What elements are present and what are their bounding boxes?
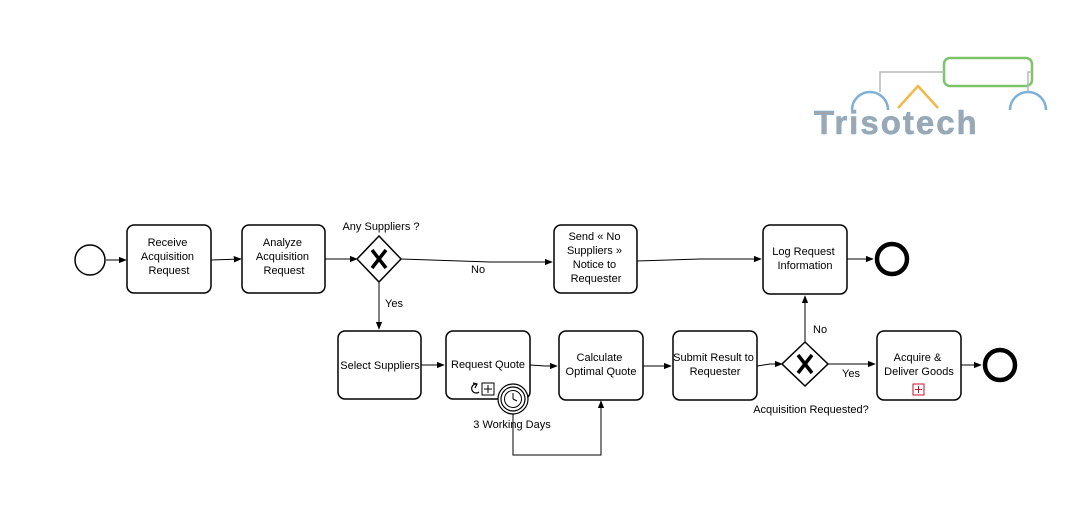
- task-label-line: Submit Result to: [673, 352, 754, 364]
- svg-text:Submit Result to Request: Submit Result to Requester: [673, 352, 757, 378]
- task-label-line: Analyze: [263, 237, 302, 249]
- svg-text:Request Quote: Request Quote: [451, 359, 525, 371]
- task-label-line: Request Quote: [451, 359, 525, 371]
- flow-send-to-log: [636, 255, 762, 263]
- task-label-line: Log Request: [772, 246, 834, 258]
- logo-top-box: [942, 56, 1034, 88]
- svg-text:Log Request Information: Log Request Information: [772, 246, 837, 272]
- loop-marker-icon: [471, 382, 480, 394]
- task-label-line: Calculate: [577, 352, 623, 364]
- logo-left-arc: [850, 90, 890, 111]
- task-label-line: Request: [264, 265, 305, 277]
- svg-text:Calculate Optimal Quote: Calculate Optimal Quote: [566, 352, 637, 378]
- trisotech-logo: Trisotech: [814, 56, 1048, 141]
- gateway-label-acquisition-requested: Acquisition Requested?: [753, 404, 869, 416]
- task-label-line: Suppliers »: [567, 245, 622, 257]
- task-calculate-optimal-quote[interactable]: Calculate Optimal Quote: [558, 330, 644, 401]
- logo-right-arc: [1008, 90, 1048, 111]
- gateway-any-suppliers[interactable]: [355, 234, 403, 284]
- svg-text:Receive Acquisition: Receive Acquisition Request: [141, 237, 197, 277]
- logo-text: Trisotech: [814, 104, 979, 141]
- task-label-line: Select Suppliers: [340, 360, 420, 372]
- task-label-line: Information: [777, 260, 832, 272]
- task-label-line: Optimal Quote: [566, 366, 637, 378]
- task-label-line: Send « No: [568, 231, 620, 243]
- task-submit-result-to-requester[interactable]: Submit Result to Requester: [672, 330, 758, 401]
- task-label-line: Notice to: [573, 259, 616, 271]
- task-label-line: Requester: [690, 366, 741, 378]
- sequence-flows: [106, 255, 982, 456]
- logo-center-chevron: [897, 84, 939, 109]
- task-receive-acquisition-request[interactable]: Receive Acquisition Request: [126, 224, 212, 294]
- start-event[interactable]: [74, 244, 106, 276]
- flow-receive-to-analyze: [210, 256, 242, 263]
- flow-label-no-top: No: [471, 264, 485, 276]
- task-request-quote[interactable]: Request Quote: [445, 330, 531, 400]
- flow-gateway-no-to-send: [400, 258, 553, 266]
- task-select-suppliers[interactable]: Select Suppliers: [337, 330, 422, 400]
- flow-timer-to-calculate: [512, 400, 605, 456]
- task-analyze-acquisition-request[interactable]: Analyze Acquisition Request: [241, 224, 326, 294]
- task-log-request-information[interactable]: Log Request Information: [762, 224, 848, 295]
- svg-text:Analyze Acquisition: Analyze Acquisition Request: [256, 237, 312, 277]
- svg-text:Send « No Suppliers »: Send « No Suppliers » Notice to Requeste…: [567, 231, 625, 285]
- svg-text:Acquire & Deliver Goods: Acquire & Deliver Goods: [884, 352, 954, 378]
- task-label-line: Receive: [148, 237, 188, 249]
- flow-submit-to-gateway: [756, 360, 783, 368]
- svg-text:Select Suppliers: Select Suppliers: [340, 360, 420, 372]
- timer-label: 3 Working Days: [473, 419, 551, 431]
- logo-connector-lines: [879, 71, 1032, 92]
- task-label-line: Requester: [571, 273, 622, 285]
- task-acquire-deliver-goods[interactable]: Acquire & Deliver Goods: [876, 330, 962, 401]
- task-label-line: Acquire &: [894, 352, 942, 364]
- subprocess-expand-icon[interactable]: [481, 382, 495, 396]
- exclusive-x-icon: [796, 353, 814, 375]
- timer-boundary-event[interactable]: [497, 383, 529, 415]
- end-event-bottom[interactable]: [982, 347, 1018, 383]
- gateway-acquisition-requested[interactable]: [780, 340, 830, 388]
- flow-request-to-calculate: [529, 362, 558, 370]
- task-send-no-suppliers-notice[interactable]: Send « No Suppliers » Notice to Requeste…: [553, 224, 638, 294]
- exclusive-x-icon: [370, 248, 388, 270]
- task-label-line: Acquisition: [141, 251, 194, 263]
- end-event-top[interactable]: [874, 241, 910, 277]
- task-label-line: Acquisition: [256, 251, 309, 263]
- task-label-line: Request: [149, 265, 190, 277]
- flow-label-no-up: No: [813, 324, 827, 336]
- flow-label-yes-down: Yes: [385, 298, 403, 310]
- task-label-line: Deliver Goods: [884, 366, 954, 378]
- subprocess-expand-icon[interactable]: [912, 383, 925, 396]
- gateway-label-any-suppliers: Any Suppliers ?: [342, 221, 419, 233]
- flow-label-yes-right: Yes: [842, 368, 860, 380]
